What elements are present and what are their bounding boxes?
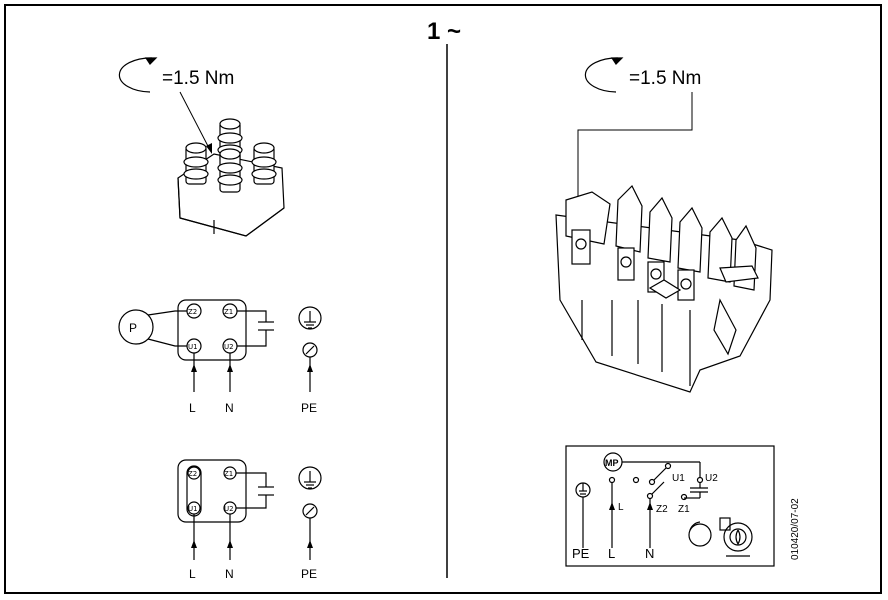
d1-label-n: N	[225, 401, 234, 415]
wiring-diagram-1-arrows	[191, 364, 313, 372]
d1-label-l: L	[189, 401, 196, 415]
torque-label-left: =1.5 Nm	[162, 68, 234, 89]
figure-title: 1 ~	[426, 18, 462, 45]
plate-motor-mp: MP	[605, 458, 619, 468]
plate-terminal-u1: U1	[672, 473, 685, 484]
wiring-diagram-2-arrows	[191, 540, 313, 548]
torque-rotation-icon-left	[118, 57, 158, 93]
plate-label-l: L	[608, 546, 615, 561]
d1-terminal-u2: U2	[224, 343, 234, 351]
d2-label-n: N	[225, 567, 234, 581]
d2-terminal-z2: Z2	[188, 470, 197, 478]
plate-label-n: N	[645, 546, 654, 561]
plate-terminal-z1: Z1	[678, 504, 690, 515]
motor-p-label: P	[129, 321, 137, 335]
wiring-diagram-2	[177, 459, 322, 560]
d1-terminal-z2: Z2	[188, 308, 197, 316]
d2-terminal-z1: Z1	[224, 470, 233, 478]
connection-plate	[565, 445, 775, 567]
torque-leader-right	[577, 92, 693, 228]
d2-terminal-u2: U2	[224, 505, 234, 513]
d1-label-pe: PE	[301, 401, 317, 415]
terminal-strip-drawing	[555, 184, 773, 393]
plate-inner-l: L	[618, 502, 624, 513]
plate-label-pe: PE	[572, 546, 590, 561]
plate-terminal-z2: Z2	[656, 504, 668, 515]
torque-rotation-icon-right	[584, 57, 624, 93]
figure-frame	[4, 4, 882, 594]
connection-plate-arrows	[609, 502, 653, 510]
d2-terminal-u1: U1	[188, 505, 198, 513]
torque-label-right: =1.5 Nm	[629, 68, 701, 89]
d1-terminal-z1: Z1	[224, 308, 233, 316]
torque-leader-left	[179, 91, 211, 151]
plate-terminal-u2: U2	[705, 473, 718, 484]
terminal-block-drawing	[177, 118, 285, 237]
document-id: 010420/07-02	[790, 498, 801, 560]
stud-right	[251, 142, 277, 185]
wiring-diagram-1	[118, 299, 322, 392]
stud-front	[217, 148, 243, 193]
stud-left	[183, 142, 209, 185]
d2-label-l: L	[189, 567, 196, 581]
d2-label-pe: PE	[301, 567, 317, 581]
d1-terminal-u1: U1	[188, 343, 198, 351]
